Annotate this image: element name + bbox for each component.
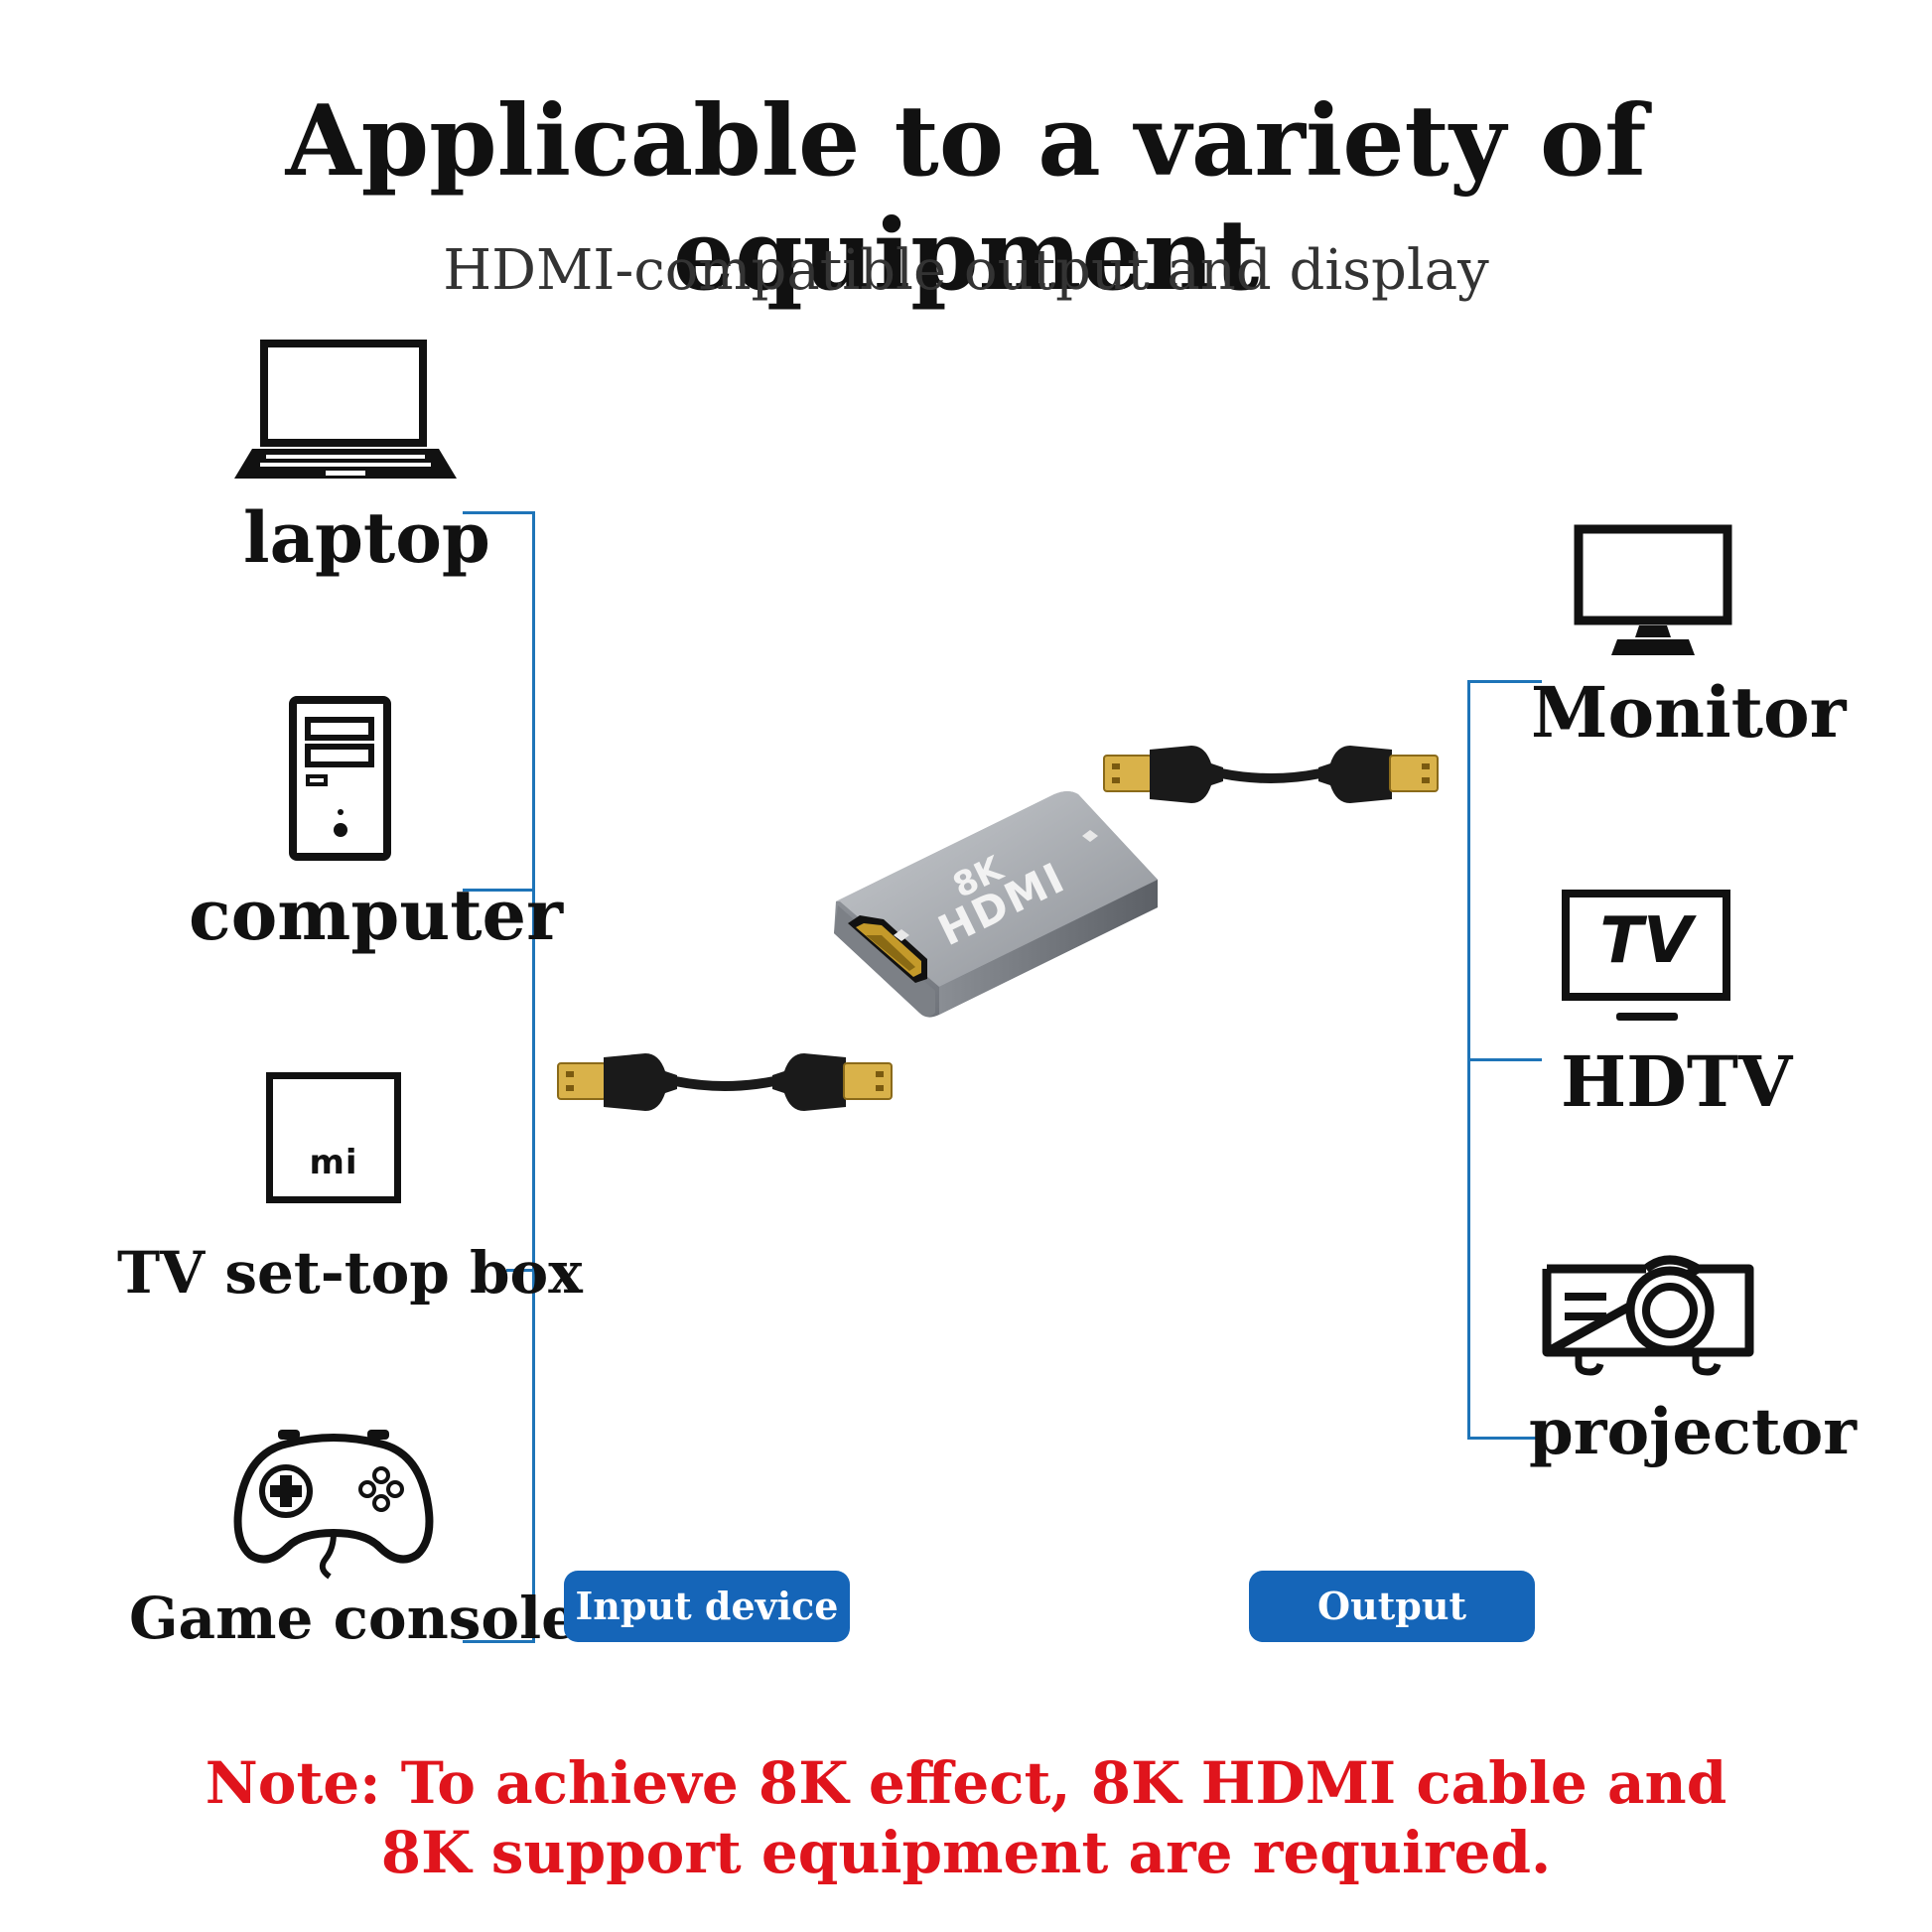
tv-icon-text: TV (1599, 904, 1693, 978)
output-bracket-tick-hdtv (1467, 1058, 1542, 1061)
device-label-projector: projector (1529, 1395, 1857, 1469)
note-line-1: Note: To achieve 8K effect, 8K HDMI cabl… (205, 1749, 1727, 1817)
device-label-hdtv: HDTV (1561, 1040, 1793, 1123)
hdmi-adapter: 8K HDMI (834, 791, 1158, 1018)
set-top-box-icon: mi (266, 1072, 401, 1203)
device-label-set-top-box: TV set-top box (117, 1239, 583, 1307)
device-label-laptop: laptop (243, 496, 490, 579)
page-subtitle: HDMI-compatible output and display (443, 238, 1489, 303)
input-bracket-tick-settop (506, 1269, 534, 1272)
input-bracket-tick-computer (463, 889, 534, 892)
projector-icon (1542, 1255, 1754, 1376)
gamepad-icon (233, 1430, 434, 1580)
note-line-2: 8K support equipment are required. (380, 1819, 1552, 1886)
page-title: Applicable to a variety of equipment (285, 84, 1647, 313)
device-label-game-console: Game console (129, 1585, 579, 1652)
input-bracket-tick-console (463, 1640, 534, 1643)
tv-stand (1616, 1013, 1678, 1021)
monitor-icon (1574, 524, 1732, 655)
desktop-tower-icon (289, 696, 391, 861)
output-device-badge: Output device (1249, 1571, 1535, 1700)
hdmi-cable-input (557, 1053, 893, 1111)
tv-icon: TV (1562, 890, 1730, 1001)
output-bracket-tick-monitor (1467, 680, 1542, 683)
device-label-computer: computer (189, 874, 563, 956)
input-device-badge: Input device (564, 1571, 850, 1642)
set-top-box-logo: mi (309, 1143, 358, 1182)
input-bracket-vertical (532, 511, 535, 1643)
hdmi-cable-output (1103, 746, 1439, 803)
laptop-icon (234, 340, 457, 479)
input-bracket-tick-laptop (463, 511, 534, 514)
device-label-monitor: Monitor (1531, 671, 1847, 754)
output-bracket-tick-projector (1467, 1437, 1542, 1440)
